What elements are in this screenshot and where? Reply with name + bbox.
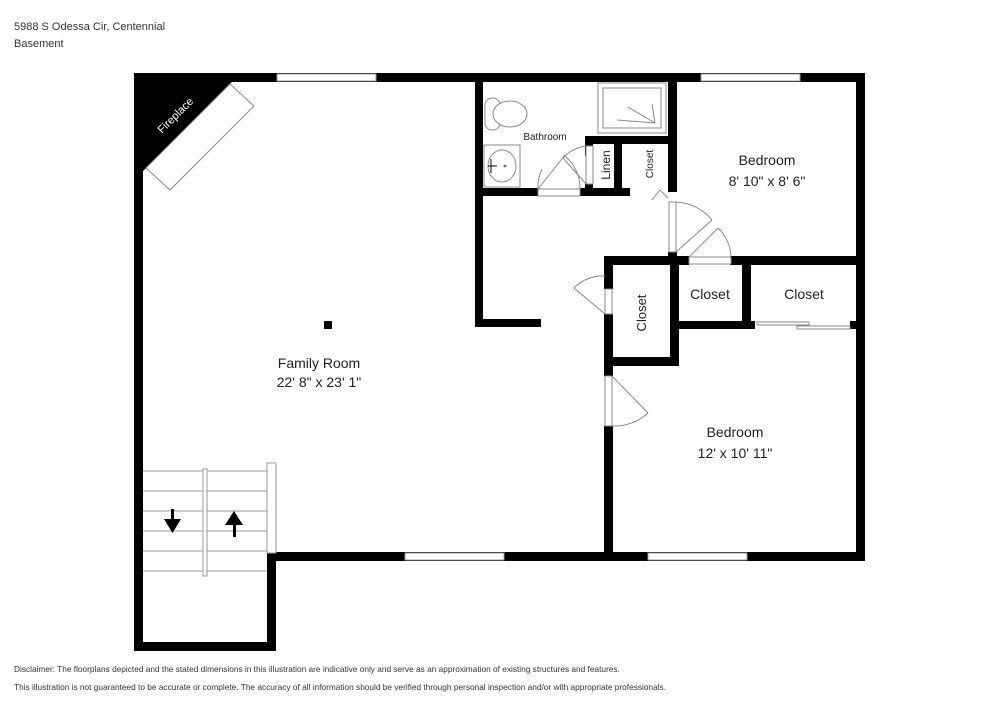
closet-small-name: Closet: [690, 286, 730, 302]
bedroom1-dims: 8' 10" x 8' 6": [729, 173, 806, 189]
exterior-walls: [134, 73, 865, 651]
window-bedroom2-bottom: [647, 552, 748, 561]
family-room-name: Family Room: [278, 355, 360, 371]
family-room-dims: 22' 8" x 23' 1": [277, 374, 362, 390]
window-family-top: [276, 73, 377, 82]
doors: [537, 145, 851, 427]
stair-rail-right: [266, 462, 277, 554]
stairs: [143, 462, 277, 577]
arrow-up-icon: [225, 511, 243, 537]
window-family-bottom: [404, 552, 505, 561]
disclaimer-line-1: Disclaimer: The floorplans depicted and …: [14, 664, 620, 674]
windows: [276, 73, 801, 561]
bathroom-fixtures: [483, 82, 667, 188]
property-address: 5988 S Odessa Cir, Centennial: [14, 21, 166, 33]
bedroom2-dims: 12' x 10' 11": [698, 445, 773, 461]
floor-level: Basement: [14, 38, 64, 50]
closet-wide-name: Closet: [784, 286, 824, 302]
linen-name: Linen: [599, 150, 613, 179]
disclaimer-line-2: This illustration is not guaranteed to b…: [14, 682, 666, 692]
fireplace: Fireplace: [143, 82, 255, 191]
bedroom1-name: Bedroom: [739, 152, 796, 168]
bedroom2-name: Bedroom: [707, 424, 764, 440]
closet-vertical-name: Closet: [634, 294, 649, 331]
stair-arrows: [164, 509, 243, 537]
support-post: [324, 321, 332, 329]
stair-rail-center: [202, 468, 208, 577]
window-bedroom1-top: [700, 73, 801, 82]
arrow-down-icon: [164, 509, 181, 533]
bathroom-name: Bathroom: [523, 132, 566, 143]
room-labels: Family Room 22' 8" x 23' 1" Bedroom 8' 1…: [277, 132, 824, 461]
toilet-bowl: [492, 100, 528, 128]
closet-hall-name: Closet: [645, 150, 656, 179]
interior-walls: [475, 82, 865, 561]
